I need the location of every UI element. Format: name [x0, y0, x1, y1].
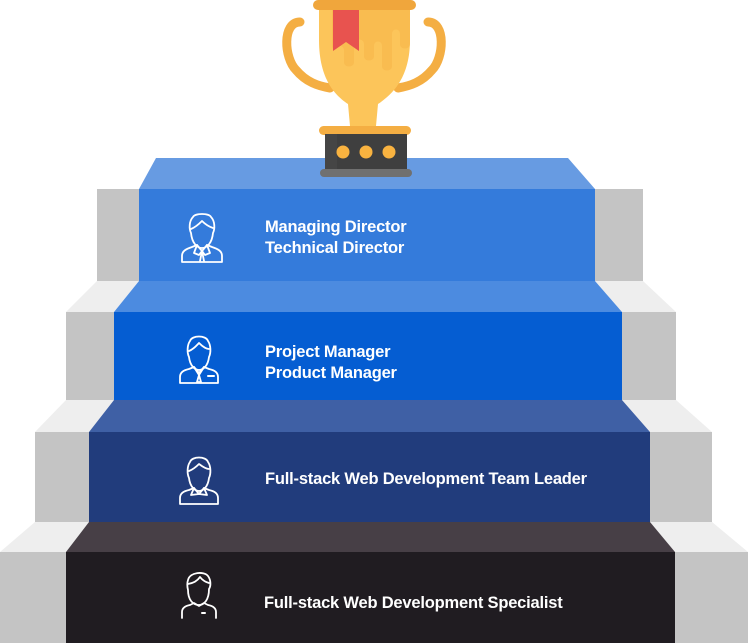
manager-icon	[179, 335, 219, 384]
step-4-sides	[97, 189, 643, 281]
step-2-top-face	[89, 400, 650, 432]
team-leader-icon	[179, 456, 219, 505]
step-1-sides	[0, 522, 748, 643]
step-3-line-2: Product Manager	[265, 364, 397, 382]
businessman-icon	[181, 213, 223, 263]
step-3-line-1: Project Manager	[265, 343, 391, 361]
step-2-label: Full-stack Web Development Team Leader	[265, 469, 587, 490]
step-4-label: Managing Director Technical Director	[265, 217, 407, 259]
step-1-top-face	[66, 522, 675, 552]
step-1-line-1: Full-stack Web Development Specialist	[264, 594, 563, 612]
step-3-label: Project Manager Product Manager	[265, 342, 397, 384]
step-3-top-face	[114, 281, 622, 312]
specialist-icon	[181, 572, 217, 619]
step-3-sides	[66, 281, 676, 400]
trophy-icon	[282, 0, 446, 177]
step-4-front-face	[139, 189, 595, 281]
step-2-line-1: Full-stack Web Development Team Leader	[265, 470, 587, 488]
step-1-front-face	[66, 552, 675, 643]
step-4-line-1: Managing Director	[265, 218, 407, 236]
step-2-sides	[35, 400, 712, 522]
step-1-label: Full-stack Web Development Specialist	[264, 593, 563, 614]
step-3-front-face	[114, 312, 622, 400]
step-2-front-face	[89, 432, 650, 522]
step-4-line-2: Technical Director	[265, 239, 405, 257]
